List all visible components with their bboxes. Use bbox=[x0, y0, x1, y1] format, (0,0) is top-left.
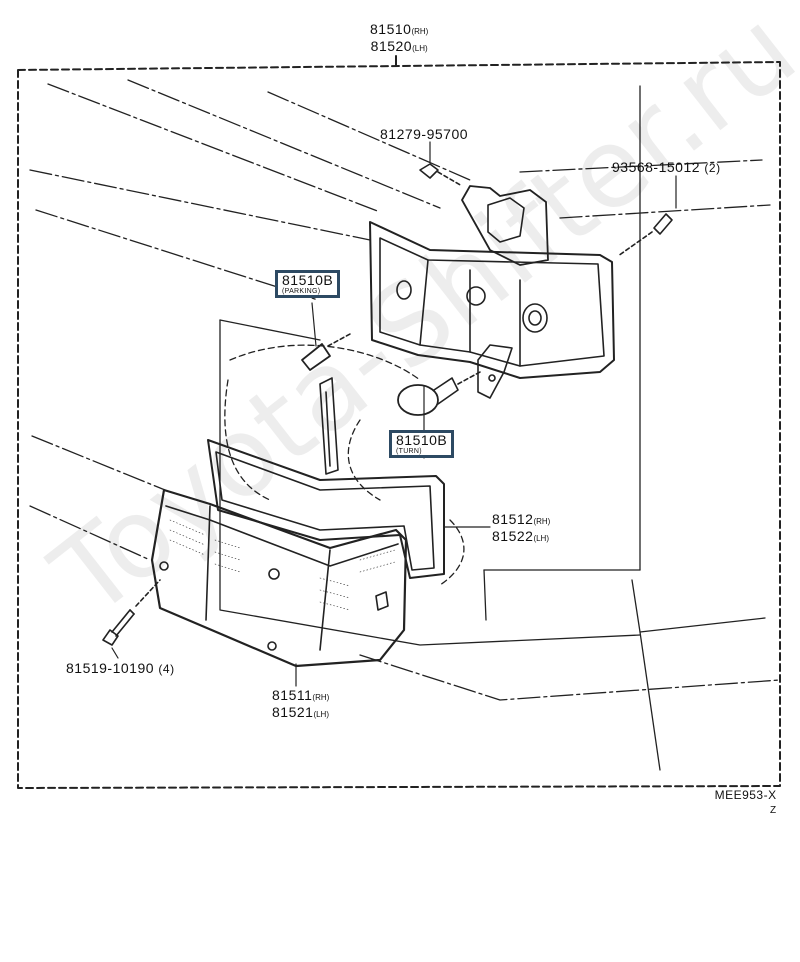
assembly-lh-suffix: (LH) bbox=[412, 44, 428, 53]
gasket-lh-suffix: (LH) bbox=[533, 534, 549, 543]
screw-lens-part: 81519-10190 bbox=[66, 660, 155, 676]
lens-lh-part: 81521 bbox=[272, 704, 314, 720]
gasket-rh-part: 81512 bbox=[492, 511, 534, 527]
screw-right bbox=[617, 213, 673, 257]
gasket-lh-part: 81522 bbox=[492, 528, 534, 544]
screw-right-label: 93568-15012 (2) bbox=[612, 160, 721, 176]
gasket-rh-suffix: (RH) bbox=[533, 517, 551, 526]
screw-right-part: 93568-15012 bbox=[612, 159, 701, 175]
gasket-label: 81512(RH) 81522(LH) bbox=[492, 512, 550, 546]
lens-label: 81511(RH) 81521(LH) bbox=[272, 688, 329, 722]
figure-code-sub: Z bbox=[770, 805, 777, 816]
lamp-housing bbox=[369, 185, 615, 399]
parking-bulb-label: 81510B (PARKING) bbox=[275, 270, 341, 298]
turn-bulb bbox=[397, 371, 481, 416]
turn-bulb-part: 81510B bbox=[396, 432, 448, 448]
vehicle-body-outline bbox=[29, 79, 781, 771]
gasket bbox=[207, 439, 445, 579]
screw-top-part: 81279-95700 bbox=[380, 126, 469, 142]
parking-bulb-note: (PARKING) bbox=[282, 288, 321, 295]
assembly-lh-part: 81520 bbox=[370, 38, 413, 54]
figure-code-main: MEE953-X bbox=[714, 788, 777, 802]
screw-lens-label: 81519-10190 (4) bbox=[66, 661, 175, 677]
parking-bulb bbox=[301, 333, 351, 371]
assembly-rh-part: 81510 bbox=[370, 21, 412, 37]
lens-rh-part: 81511 bbox=[272, 687, 313, 703]
assembly-boundary bbox=[17, 55, 781, 789]
screw-top bbox=[419, 163, 463, 187]
screw-top-label: 81279-95700 bbox=[380, 127, 468, 142]
lens bbox=[150, 488, 408, 668]
screw-right-qty: (2) bbox=[704, 161, 721, 175]
assembly-label: 81510(RH) 81520(LH) bbox=[370, 22, 428, 56]
leader-lines bbox=[111, 141, 677, 687]
turn-bulb-note: (TURN) bbox=[396, 448, 422, 455]
screw-lens bbox=[102, 579, 161, 646]
lens-rh-suffix: (RH) bbox=[312, 693, 330, 702]
figure-code: MEE953-X Z bbox=[704, 788, 777, 818]
lens-lh-suffix: (LH) bbox=[313, 710, 329, 719]
side-clip bbox=[319, 377, 339, 475]
parking-bulb-part: 81510B bbox=[282, 272, 334, 288]
turn-bulb-label: 81510B (TURN) bbox=[389, 430, 455, 458]
screw-lens-qty: (4) bbox=[158, 662, 175, 676]
assembly-rh-suffix: (RH) bbox=[411, 27, 429, 36]
